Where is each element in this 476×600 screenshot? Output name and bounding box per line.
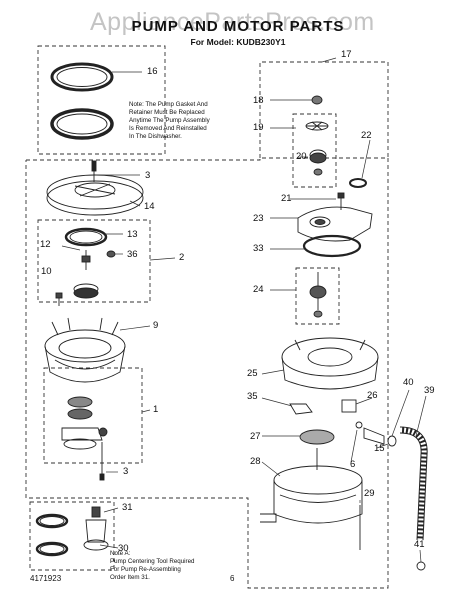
pump-base-group-box [43, 367, 143, 464]
main-assembly-box [25, 157, 389, 589]
oring-22 [349, 178, 367, 188]
motor-mount-25 [281, 337, 379, 390]
screw-3-lower [99, 442, 105, 481]
callout-35: 35 [247, 391, 258, 402]
group-24-box [295, 267, 340, 325]
impeller-group-box [37, 219, 151, 303]
bracket-26 [341, 399, 357, 413]
callout-29: 29 [364, 488, 375, 499]
gasket-note-line: Is Removed And Reinstalled [129, 125, 207, 132]
callout-1: 1 [153, 404, 159, 415]
gasket-note-line: Retainer Must Be Replaced [129, 109, 205, 116]
leader-lines [61, 57, 427, 563]
tool-note: Note A: Pump Centering Tool Required For… [110, 550, 245, 582]
gasket-group-box [37, 45, 166, 155]
screw-12 [81, 250, 91, 270]
elbow-35 [289, 403, 313, 415]
group-boxes [25, 45, 389, 589]
motor-28 [260, 448, 363, 524]
callout-41: 41 [414, 539, 425, 550]
gasket-note-line: In The Dishwasher. [129, 133, 182, 140]
pump-housing-9 [44, 317, 126, 383]
callout-36: 36 [127, 249, 138, 260]
nut-36 [106, 250, 116, 258]
callout-21: 21 [281, 193, 292, 204]
callout-18: 18 [253, 95, 264, 106]
callout-27: 27 [250, 431, 261, 442]
callout-2: 2 [179, 252, 185, 263]
seal-20 [309, 149, 327, 176]
base-assembly-1 [61, 396, 108, 450]
callout-12: 12 [40, 239, 51, 250]
callout-16: 16 [147, 66, 158, 77]
watermark: AppliancePartsPros.com [90, 8, 375, 36]
callout-3b: 3 [123, 466, 129, 477]
plate-23 [297, 206, 373, 242]
disc-27 [299, 429, 335, 445]
ring-13 [64, 227, 108, 247]
callout-26: 26 [367, 390, 378, 401]
tool-note-line: Order Item 31. [110, 574, 150, 581]
callout-6: 6 [350, 459, 356, 470]
callout-25: 25 [247, 368, 258, 379]
impeller [73, 283, 99, 299]
callout-23: 23 [253, 213, 264, 224]
callout-13: 13 [127, 229, 138, 240]
screw-3 [91, 160, 97, 182]
tool-note-line: Pump Centering Tool Required [110, 558, 195, 565]
document-number: 4171923 [30, 574, 62, 583]
tool-group-box [29, 501, 115, 571]
tool-note-line: For Pump Re-Assembling [110, 566, 181, 573]
callout-22: 22 [361, 130, 372, 141]
nut-18 [311, 95, 323, 105]
top-plate-14 [46, 174, 144, 216]
callout-28: 28 [250, 456, 261, 467]
callout-10: 10 [41, 266, 52, 277]
callout-17: 17 [341, 49, 352, 60]
gasket-note-line: Note: The Pump Gasket And [129, 101, 208, 108]
motor-group-box [259, 61, 389, 158]
gasket-rings [50, 62, 114, 140]
shaft-24 [309, 272, 327, 318]
gasket-note: Note: The Pump Gasket And Retainer Must … [129, 101, 259, 141]
page-number: 6 [230, 574, 235, 583]
callout-14: 14 [144, 201, 155, 212]
diagram-title: PUMP AND MOTOR PARTS [131, 18, 345, 35]
gasket-note-line: Anytime The Pump Assembly [129, 117, 210, 124]
group-19-box [292, 113, 337, 188]
callout-40: 40 [403, 377, 414, 388]
callout-39: 39 [424, 385, 435, 396]
coupler-19 [305, 121, 329, 131]
centering-tool [35, 506, 109, 557]
callout-24: 24 [253, 284, 264, 295]
screw-10 [55, 292, 63, 306]
callout-15: 15 [374, 443, 385, 454]
callout-19: 19 [253, 122, 264, 133]
callout-30: 30 [118, 543, 129, 554]
gasket-33 [302, 234, 362, 258]
callout-33: 33 [253, 243, 264, 254]
screw-21 [337, 192, 345, 210]
callout-31: 31 [122, 502, 133, 513]
model-subtitle: For Model: KUDB230Y1 [190, 37, 286, 47]
tool-note-line: Note A: [110, 550, 131, 557]
callout-20: 20 [296, 151, 307, 162]
callout-9: 9 [153, 320, 159, 331]
callout-3: 3 [145, 170, 151, 181]
